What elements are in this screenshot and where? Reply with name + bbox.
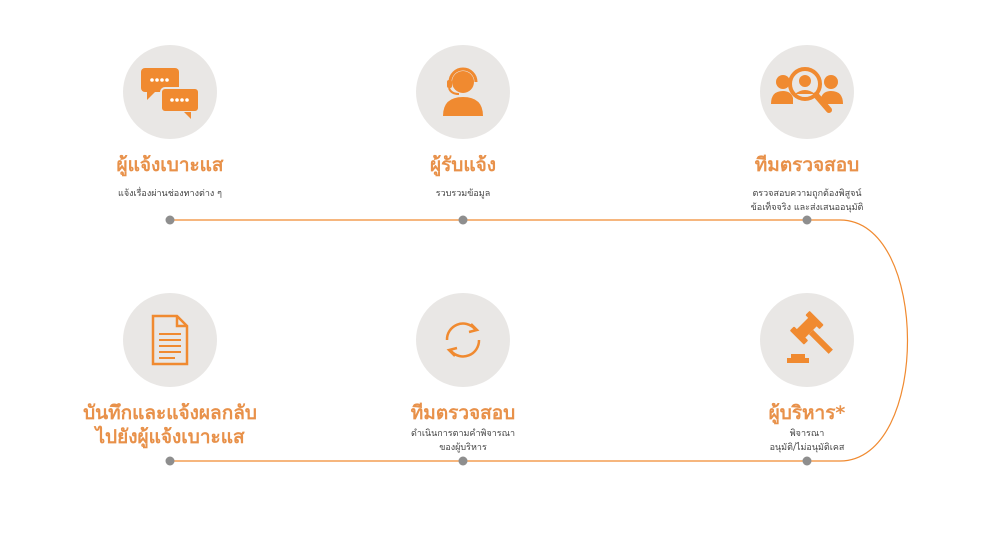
step-audit-team: ทีมตรวจสอบ ตรวจสอบความถูกต้องพิสูจน์ข้อเ… xyxy=(687,45,927,215)
step-title: ทีมตรวจสอบ xyxy=(410,402,516,424)
team-search-icon xyxy=(760,45,854,139)
headset-person-icon xyxy=(416,45,510,139)
chat-bubbles-icon xyxy=(123,45,217,139)
step-desc: แจ้งเรื่องผ่านช่องทางต่าง ๆ xyxy=(118,189,222,199)
step-title: บันทึกและแจ้งผลกลับไปยังผู้แจ้งเบาะแส xyxy=(83,402,257,448)
flow-dot xyxy=(458,215,468,225)
flow-dot xyxy=(165,215,175,225)
step-title: ผู้บริหาร* xyxy=(768,402,846,424)
flow-dot xyxy=(802,215,812,225)
step-desc: ดำเนินการตามคำพิจารณาของผู้บริหาร xyxy=(410,429,516,453)
flow-line xyxy=(170,219,908,462)
flow-dot xyxy=(458,456,468,466)
step-title: ผู้รับแจ้ง xyxy=(429,154,497,176)
step-receiver: ผู้รับแจ้ง รวบรวมข้อมูล xyxy=(343,45,583,201)
step-title: ผู้แจ้งเบาะแส xyxy=(116,154,224,176)
step-whistleblower: ผู้แจ้งเบาะแส แจ้งเรื่องผ่านช่องทางต่าง … xyxy=(50,45,290,201)
step-desc: พิจารณาอนุมัติ/ไม่อนุมัติเคส xyxy=(769,429,845,453)
flow-dot xyxy=(802,456,812,466)
step-executive: ผู้บริหาร* พิจารณาอนุมัติ/ไม่อนุมัติเคส xyxy=(687,293,927,455)
step-record-and-notify: บันทึกและแจ้งผลกลับไปยังผู้แจ้งเบาะแส xyxy=(40,293,300,449)
gavel-icon xyxy=(760,293,854,387)
step-title: ทีมตรวจสอบ xyxy=(754,154,860,176)
flow-dot xyxy=(165,456,175,466)
step-audit-team-action: ทีมตรวจสอบ ดำเนินการตามคำพิจารณาของผู้บร… xyxy=(343,293,583,455)
document-icon xyxy=(123,293,217,387)
refresh-cycle-icon xyxy=(416,293,510,387)
step-desc: รวบรวมข้อมูล xyxy=(435,189,491,199)
step-desc: ตรวจสอบความถูกต้องพิสูจน์ข้อเท็จจริง และ… xyxy=(750,189,864,213)
